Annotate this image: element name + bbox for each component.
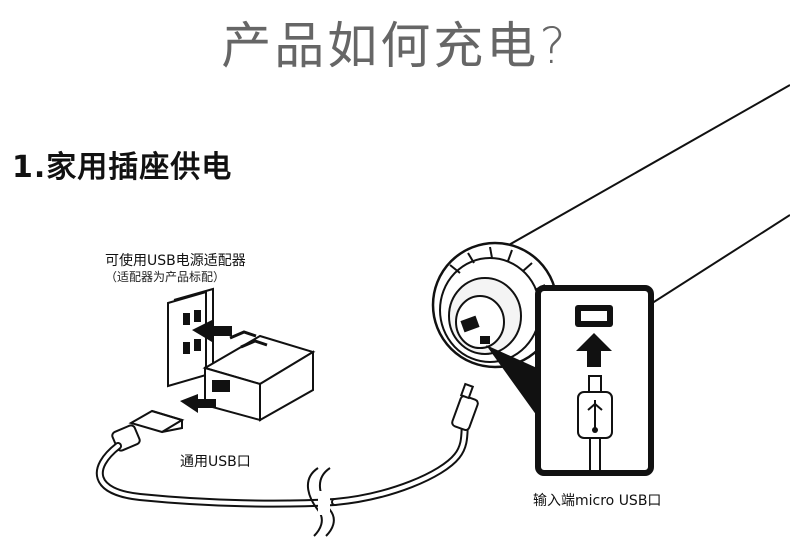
micro-usb-cable-plug-icon <box>451 382 479 431</box>
wall-socket-icon <box>167 287 214 388</box>
tube-cap <box>431 241 559 369</box>
callout-shadow <box>486 345 537 416</box>
adapter-label: 可使用USB电源适配器 <box>105 253 246 269</box>
input-port-label: 输入端micro USB口 <box>533 493 662 509</box>
usb-a-plug-icon <box>111 409 185 452</box>
adapter-note: （适配器为产品标配） <box>105 270 226 284</box>
usb-insert-arrow-icon <box>180 394 216 413</box>
section-heading: 1.家用插座供电 <box>12 150 233 185</box>
up-arrow-icon <box>576 333 612 367</box>
page-title: 产品如何充电? <box>221 17 569 75</box>
usb-port-label: 通用USB口 <box>180 454 251 470</box>
micro-usb-inset <box>535 285 654 476</box>
insert-arrow-icon <box>192 320 232 342</box>
power-adapter-icon <box>202 330 316 422</box>
